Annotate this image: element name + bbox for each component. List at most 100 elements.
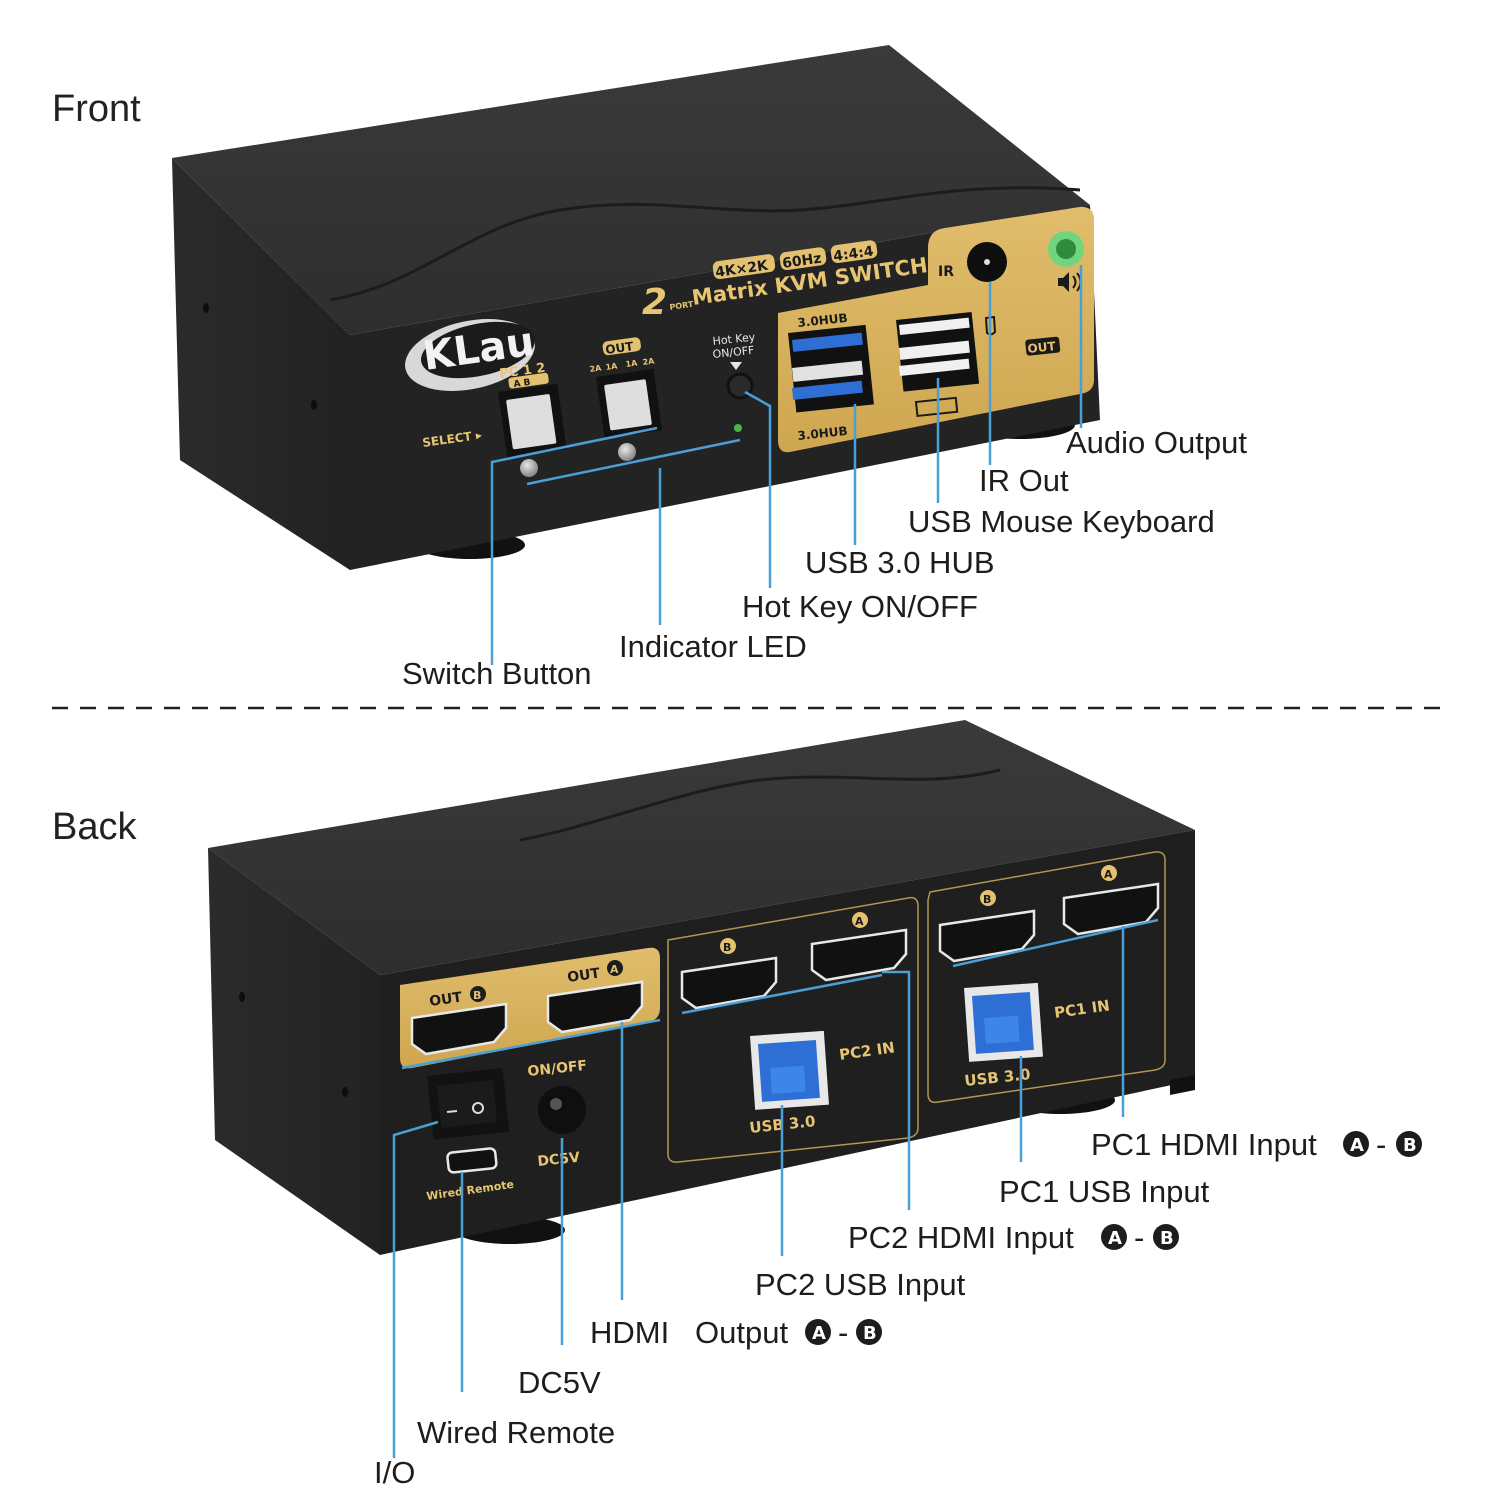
out-indicator-led <box>618 443 636 461</box>
callout-pc1-usb: PC1 USB Input <box>999 1174 1210 1209</box>
out-select-button[interactable] <box>604 379 652 431</box>
screw-hole <box>203 303 209 313</box>
audio-out-port-inner <box>1056 239 1076 259</box>
pc-select-button[interactable] <box>506 394 557 450</box>
letter-b-badge-icon <box>1396 1131 1422 1157</box>
screw-hole <box>311 400 317 410</box>
svg-text:2A: 2A <box>642 356 656 367</box>
ir-label: IR <box>938 264 954 280</box>
svg-text:A: A <box>1108 1228 1122 1249</box>
pc1-a-letter: A <box>1104 868 1113 881</box>
hub-label-bottom: 3.0HUB <box>797 424 848 443</box>
model-badges: 4K×2K 60Hz 4:4:4 <box>712 240 878 281</box>
svg-text:60Hz: 60Hz <box>781 251 822 272</box>
dc-power-jack-pin <box>550 1098 562 1110</box>
pc2-b-letter: B <box>723 941 731 954</box>
back-title: Back <box>52 806 137 848</box>
back-corner-shadow <box>1170 1075 1195 1095</box>
out-b-badge-icon <box>470 986 486 1002</box>
out-label-badge <box>602 337 641 356</box>
mouse-icon <box>984 315 997 336</box>
front-top-surface <box>172 45 1090 335</box>
leader-pc2-hdmi <box>882 970 911 1210</box>
hotkey-arrow-icon <box>730 362 742 370</box>
callout-usb-hub: USB 3.0 HUB <box>805 545 995 580</box>
letter-b-badge-icon <box>856 1319 882 1345</box>
leader-pc1-hdmi-bar <box>952 918 1159 968</box>
pc1-b-badge-icon <box>980 890 996 906</box>
pc2-hdmi-b-port <box>680 956 778 1010</box>
letter-b-badge-icon <box>1153 1224 1179 1250</box>
hub-label-top: 3.0HUB <box>797 311 848 330</box>
pc1-input-panel <box>927 851 1166 1104</box>
front-left-side <box>172 158 350 570</box>
power-off-glyph <box>446 1110 458 1113</box>
pc1-hdmi-b-port <box>938 909 1036 963</box>
pc2-in-label: PC2 IN <box>838 1038 896 1064</box>
svg-text:A: A <box>1350 1135 1364 1156</box>
pc2-a-badge-icon <box>852 912 868 928</box>
svg-text:-: - <box>1134 1220 1144 1255</box>
pc2-input-panel <box>667 896 919 1163</box>
power-switch[interactable] <box>437 1080 498 1128</box>
pc1-in-label: PC1 IN <box>1053 996 1111 1022</box>
back-device: OUT B OUT A ON/OFF DC5V Wired Remote B A <box>208 720 1195 1255</box>
svg-text:PC1 HDMI Input: PC1 HDMI Input <box>1091 1127 1317 1162</box>
top-wave-seam <box>519 768 1001 842</box>
svg-text:4:4:4: 4:4:4 <box>832 243 875 265</box>
callout-hdmi-output: Output A - B <box>695 1315 882 1350</box>
letter-a-badge-icon <box>1101 1224 1127 1250</box>
svg-text:-: - <box>838 1315 848 1350</box>
callout-ir-out: IR Out <box>979 463 1069 498</box>
callout-wired-remote: Wired Remote <box>417 1415 615 1450</box>
callout-usb-mouse-keyboard: USB Mouse Keyboard <box>908 504 1215 539</box>
micro-usb-remote-port <box>446 1147 498 1174</box>
svg-text:4K×2K: 4K×2K <box>714 258 770 281</box>
leader-pc2-hdmi-bar <box>681 973 883 1015</box>
screw-hole <box>342 1087 348 1097</box>
svg-text:-: - <box>1376 1127 1386 1162</box>
front-title: Front <box>52 88 141 130</box>
front-leaders <box>490 265 1083 665</box>
callout-audio-output: Audio Output <box>1066 425 1247 460</box>
ir-port-pin <box>984 259 990 265</box>
audio-out-label: OUT <box>1027 339 1057 356</box>
dc-power-jack <box>538 1086 586 1134</box>
svg-text:A: A <box>812 1323 826 1344</box>
callout-dc5v: DC5V <box>518 1365 601 1400</box>
dc-label: DC5V <box>537 1150 581 1170</box>
leader-hotkey <box>744 390 772 588</box>
front-device: KLau 4K×2K 60Hz 4:4:4 2 PORT Matrix KVM … <box>172 45 1100 570</box>
back-top-surface <box>208 720 1195 975</box>
callout-hotkey: Hot Key ON/OFF <box>742 589 978 624</box>
svg-text:1A: 1A <box>605 361 619 372</box>
pc2-usb-b-port <box>750 1030 829 1110</box>
callout-pc2-hdmi: PC2 HDMI Input A - B <box>848 1220 1179 1255</box>
svg-text:1A: 1A <box>625 358 639 369</box>
letter-a-badge-icon <box>805 1319 831 1345</box>
speaker-icon <box>1058 272 1069 292</box>
pc2-b-badge-icon <box>720 938 736 954</box>
callout-switch-button: Switch Button <box>402 656 592 691</box>
model-digit: 2 <box>642 282 667 323</box>
out-a-label: OUT <box>566 965 601 985</box>
out-a-badge-icon <box>607 960 623 976</box>
pc2-hdmi-a-port <box>810 928 908 982</box>
hdmi-out-b-port <box>410 1002 508 1056</box>
pc2-a-letter: A <box>855 915 864 928</box>
leader-hdmi-output-bar <box>401 1018 661 1070</box>
hotkey-indicator-led <box>734 424 742 432</box>
pc1-usb-b-port <box>964 982 1043 1062</box>
out-sub-labels: 2A 1A 1A 2A <box>589 356 656 374</box>
callout-pc1-hdmi: PC1 HDMI Input A - B <box>1091 1127 1422 1162</box>
out-b-letter: B <box>473 989 481 1002</box>
hotkey-label-1: Hot Key <box>712 331 756 348</box>
back-leaders <box>392 918 1159 1458</box>
onoff-label: ON/OFF <box>527 1058 588 1080</box>
leader-led-bar <box>526 438 741 486</box>
svg-text:Output: Output <box>695 1315 788 1350</box>
power-on-glyph <box>472 1102 484 1114</box>
leader-switch-button <box>490 426 658 665</box>
back-left-side <box>208 848 380 1255</box>
